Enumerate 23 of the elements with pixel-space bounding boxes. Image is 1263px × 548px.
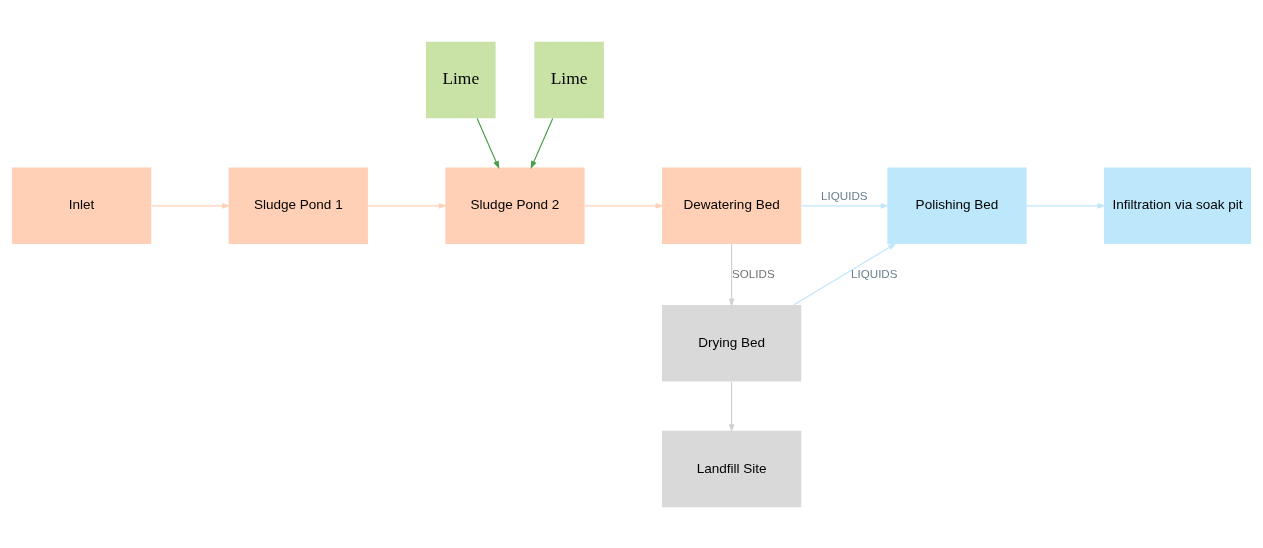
arrow — [1026, 202, 1106, 209]
node-box: Inlet — [11, 167, 152, 244]
arrow — [150, 202, 231, 209]
node-box: Sludge Pond 2 — [445, 167, 585, 244]
arrow — [584, 202, 664, 209]
arrow — [800, 202, 889, 209]
arrow — [476, 117, 500, 169]
arrow — [530, 117, 554, 169]
edge-label: LIQUIDS — [821, 188, 868, 202]
node-box: Lime — [425, 41, 496, 118]
arrow — [728, 243, 735, 307]
arrow — [367, 202, 447, 209]
node-box: Sludge Pond 1 — [228, 167, 368, 244]
node-box: Lime — [534, 41, 604, 118]
edge-label: LIQUIDS — [851, 266, 898, 279]
node-box: Landfill Site — [661, 430, 802, 507]
node-box: Infiltration via soak pit — [1104, 167, 1252, 244]
edge-label: SOLIDS — [732, 266, 775, 279]
arrow — [793, 242, 897, 306]
node-box: Dewatering Bed — [661, 167, 802, 244]
arrow — [728, 380, 735, 432]
node-box: Drying Bed — [661, 304, 802, 381]
node-box: Polishing Bed — [887, 167, 1027, 244]
